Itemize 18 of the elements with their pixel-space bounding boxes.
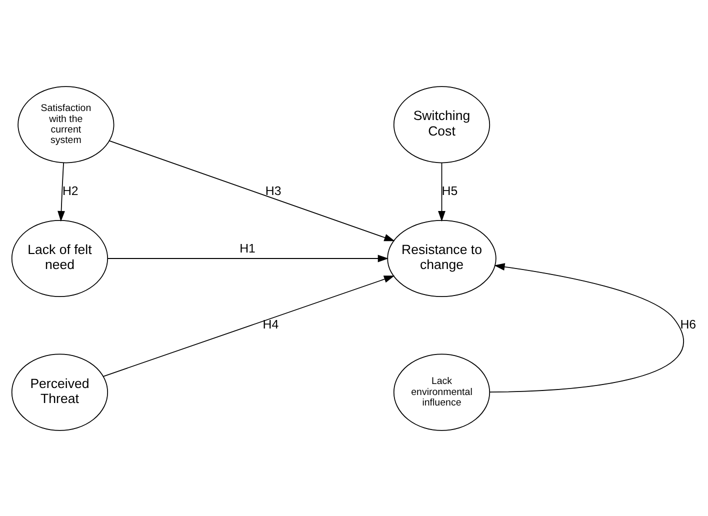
arrow [108,140,395,241]
arrow [489,262,684,392]
node-ellipse: Perceived Threat [11,353,108,430]
edge-label: H2 [62,183,78,198]
edge-label: H6 [680,317,696,332]
node-ellipse: Satisfaction with the current system [18,86,114,163]
node-ellipse: Lack environmental influence [393,353,490,430]
node-ellipse: Lack of felt need [11,219,108,297]
arrow [58,162,65,222]
arrow [102,275,395,376]
edge-label: H3 [265,183,282,198]
node-ellipse: Resistance to change [387,219,496,297]
arrow [107,254,389,262]
edge-label: H5 [442,183,458,198]
node-ellipse: Switching Cost [393,86,490,163]
edge-label: H1 [240,240,256,255]
arrow [438,162,446,222]
edge-label: H4 [262,317,279,332]
